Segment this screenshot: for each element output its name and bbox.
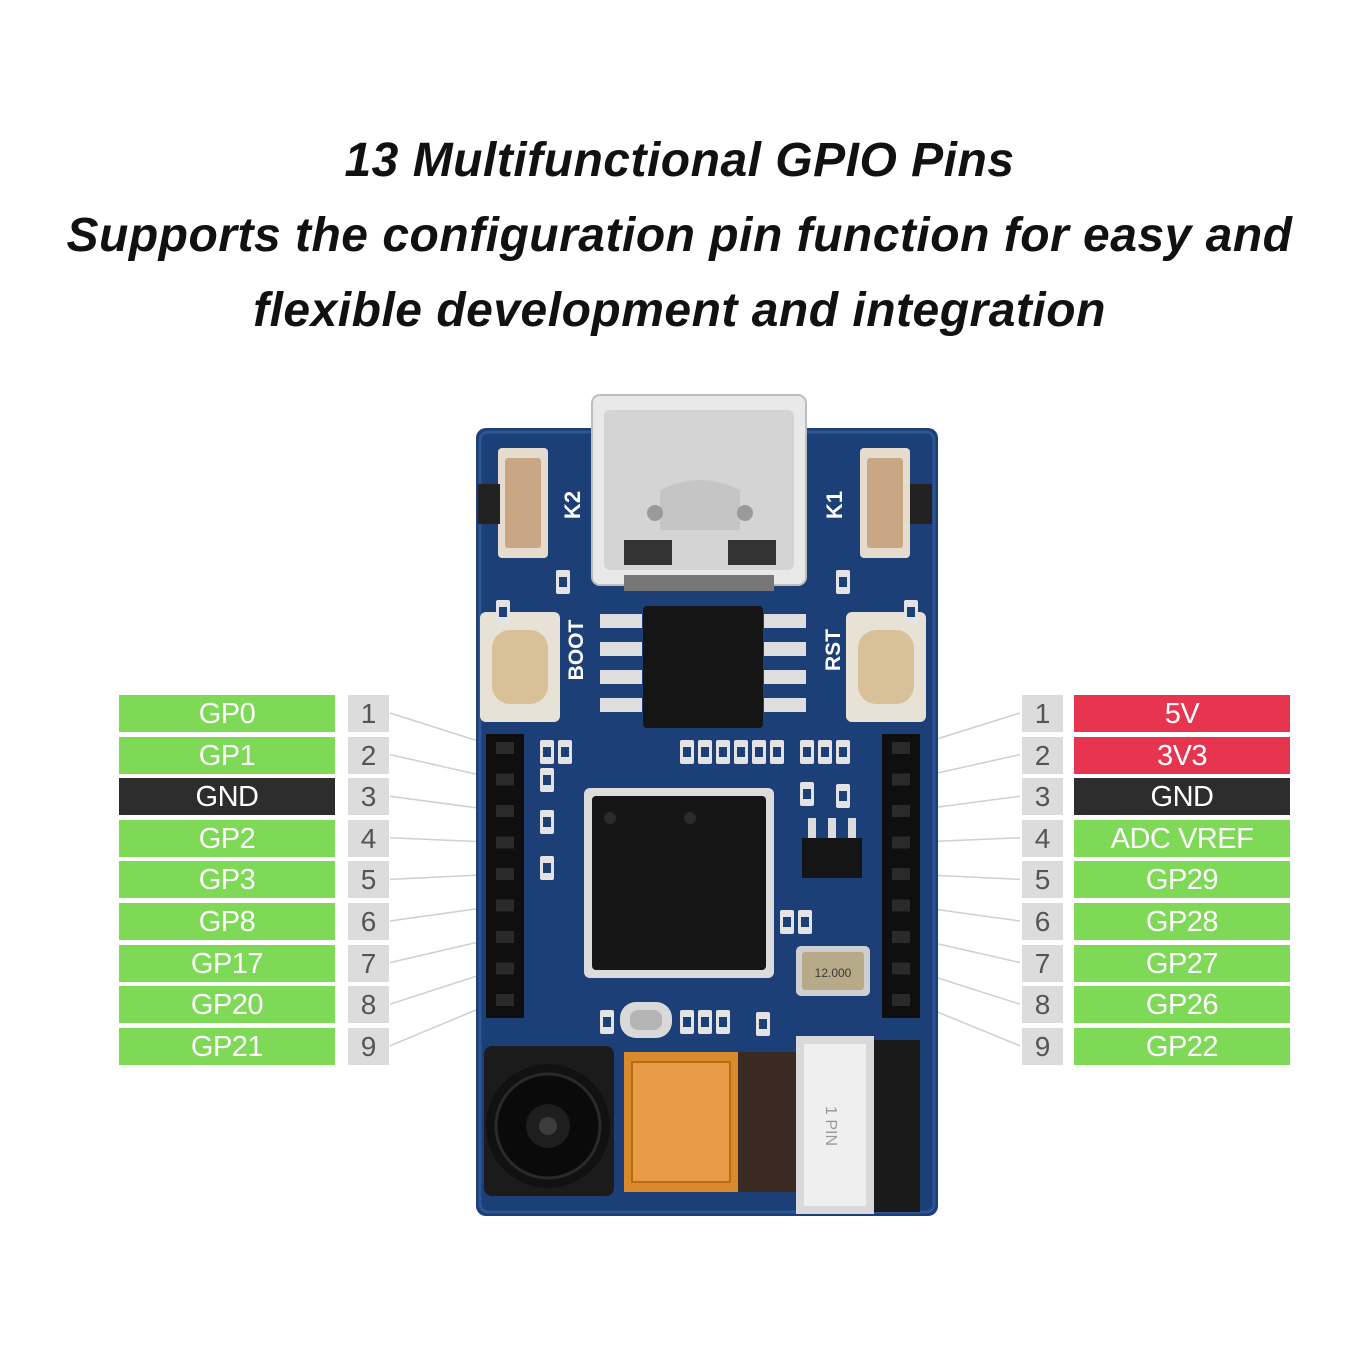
pin-header-right [882,734,920,1018]
header-pin-right [892,962,910,975]
side-button-right [860,448,932,558]
usb-c-connector [591,394,807,591]
mcu-chip [584,788,774,978]
header-pin-right [892,805,910,817]
boot-label: BOOT [565,620,588,681]
button-label-k1: K1 [822,491,847,519]
button-label-k2: K2 [560,491,585,519]
header-pin-right [892,773,910,786]
crystal-oscillator [796,946,870,996]
pin-header-left [486,734,524,1018]
right-pin-function-label: GP29 [1074,861,1290,899]
header-pin-left [496,931,514,943]
right-pin-number: 4 [1022,819,1063,857]
header-pin-left [496,742,514,754]
headline-line-3: flexible development and integration [253,284,1106,337]
reset-button [846,612,926,722]
voltage-regulator [802,818,862,878]
right-pin-number: 2 [1022,736,1063,774]
left-pin-function-label: GP1 [119,736,335,774]
left-pin-number: 9 [348,1027,389,1065]
header-pin-right [892,994,910,1006]
fpc-connector [796,1036,920,1214]
right-pin-number: 7 [1022,944,1063,982]
header-pin-left [496,962,514,975]
right-pin-function-label: ADC VREF [1074,819,1290,857]
right-pin-function-label: GP27 [1074,944,1290,982]
reset-label: RST [822,629,845,671]
left-pin-function-label: GP2 [119,819,335,857]
header-pin-left [496,773,514,786]
header-pin-right [892,931,910,943]
header-pin-left [496,868,514,880]
left-pin-function-label: GP0 [119,695,335,732]
side-button-left [478,448,548,558]
right-pin-number: 5 [1022,861,1063,899]
left-pin-function-label: GP17 [119,944,335,982]
left-pin-number: 2 [348,736,389,774]
small-crystal [620,1002,672,1038]
left-pin-function-label: GND [119,778,335,816]
fpc-label: 1 PIN [822,1106,839,1146]
header-pin-right [892,899,910,912]
header-pin-right [892,836,910,849]
left-pin-function-label: GP3 [119,861,335,899]
left-pin-number: 4 [348,819,389,857]
right-pin-number: 1 [1022,695,1063,732]
left-pin-number: 1 [348,695,389,732]
right-pin-function-label: GND [1074,778,1290,816]
left-pin-number: 7 [348,944,389,982]
header-pin-left [496,836,514,849]
boot-button [480,612,560,722]
right-pin-number: 6 [1022,903,1063,940]
header-pin-left [496,805,514,817]
camera-module [484,1046,614,1196]
right-pin-number: 3 [1022,778,1063,816]
right-pin-function-label: 3V3 [1074,736,1290,774]
right-pin-function-label: GP28 [1074,903,1290,940]
flash-chip [600,606,806,728]
header-pin-left [496,899,514,912]
left-pin-number: 5 [348,861,389,899]
camera-flex-cable [624,1052,798,1192]
headline-line-1: 13 Multifunctional GPIO Pins [344,134,1015,187]
header-pin-left [496,994,514,1006]
left-pin-function-label: GP21 [119,1027,335,1065]
left-pin-number: 8 [348,986,389,1024]
headline-line-2: Supports the configuration pin function … [66,209,1293,262]
right-pin-function-label: GP26 [1074,986,1290,1024]
right-pin-function-label: GP22 [1074,1027,1290,1065]
left-pin-number: 6 [348,903,389,940]
header-pin-right [892,742,910,754]
right-pin-number: 9 [1022,1027,1063,1065]
right-pin-function-label: 5V [1074,695,1290,732]
crystal-label: 12.000 [815,966,852,980]
left-pin-number: 3 [348,778,389,816]
left-pin-function-label: GP20 [119,986,335,1024]
right-pin-number: 8 [1022,986,1063,1024]
left-pin-function-label: GP8 [119,903,335,940]
header-pin-right [892,868,910,880]
